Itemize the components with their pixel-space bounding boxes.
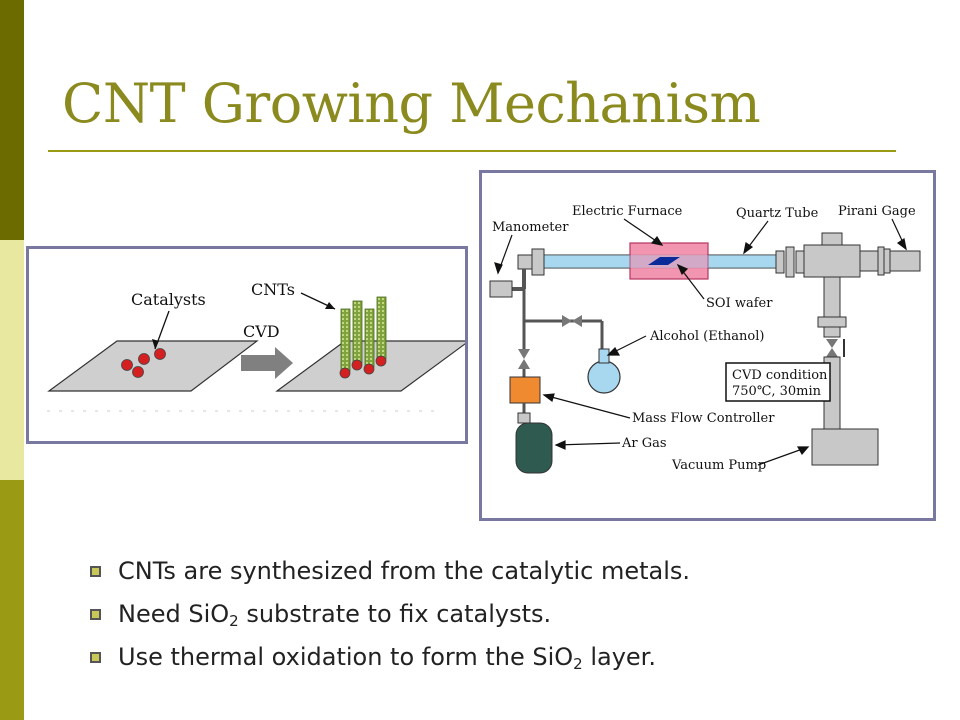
manometer xyxy=(489,280,513,298)
cnt-growth-diagram: Catalysts CVD CNTs xyxy=(47,280,465,412)
cvd-condition-line1: CVD condition xyxy=(732,368,828,383)
substrate-plate-left xyxy=(47,340,259,392)
mass-flow-controller-label: Mass Flow Controller xyxy=(632,411,775,426)
vacuum-cross-fitting xyxy=(803,244,861,278)
cvd-label: CVD xyxy=(243,322,280,341)
vacuum-pump xyxy=(811,428,879,466)
quartz-tube-label: Quartz Tube xyxy=(736,206,819,221)
callout-arrows xyxy=(494,218,907,466)
bullet-square-icon xyxy=(90,566,101,577)
alcohol-label: Alcohol (Ethanol) xyxy=(649,329,764,344)
alcohol-flask xyxy=(587,360,621,394)
ar-gas-cylinder xyxy=(515,422,553,474)
soi-wafer xyxy=(648,257,680,265)
catalysts-label: Catalysts xyxy=(131,290,206,309)
cvd-process-arrow xyxy=(241,347,293,379)
ar-gas-label: Ar Gas xyxy=(621,436,667,451)
sidebar-stripe-middle xyxy=(0,240,24,480)
soi-wafer-label: SOI wafer xyxy=(706,296,773,311)
cvd-apparatus-diagram: CVD condition 750℃, 30min Manometer Elec… xyxy=(489,204,921,474)
title-underline xyxy=(48,150,896,152)
bullet-square-icon xyxy=(90,609,101,620)
carbon-nanotubes xyxy=(339,296,387,379)
cnt-growth-figure: Catalysts CVD CNTs xyxy=(26,246,468,444)
sidebar-stripe-top xyxy=(0,0,24,240)
vacuum-pump-label: Vacuum Pump xyxy=(671,458,766,473)
electric-furnace-label: Electric Furnace xyxy=(572,204,683,219)
bullet-text: Need SiO2 substrate to fix catalysts. xyxy=(118,600,552,630)
slide-title: CNT Growing Mechanism xyxy=(62,72,761,135)
pirani-gage-label: Pirani Gage xyxy=(838,204,916,219)
cnts-label: CNTs xyxy=(251,280,295,299)
sidebar-stripe-bottom xyxy=(0,480,24,720)
cvd-condition-line2: 750℃, 30min xyxy=(732,384,822,399)
cvd-apparatus-figure: CVD condition 750℃, 30min Manometer Elec… xyxy=(479,170,936,521)
manometer-label: Manometer xyxy=(492,220,569,235)
mass-flow-controller xyxy=(509,376,541,404)
cvd-condition-box xyxy=(725,362,831,402)
bullet-square-icon xyxy=(90,652,101,663)
pirani-gage xyxy=(889,250,921,272)
catalyst-particles xyxy=(121,348,166,378)
bullet-text: CNTs are synthesized from the catalytic … xyxy=(118,557,691,585)
bullet-text: Use thermal oxidation to form the SiO2 l… xyxy=(118,643,656,673)
